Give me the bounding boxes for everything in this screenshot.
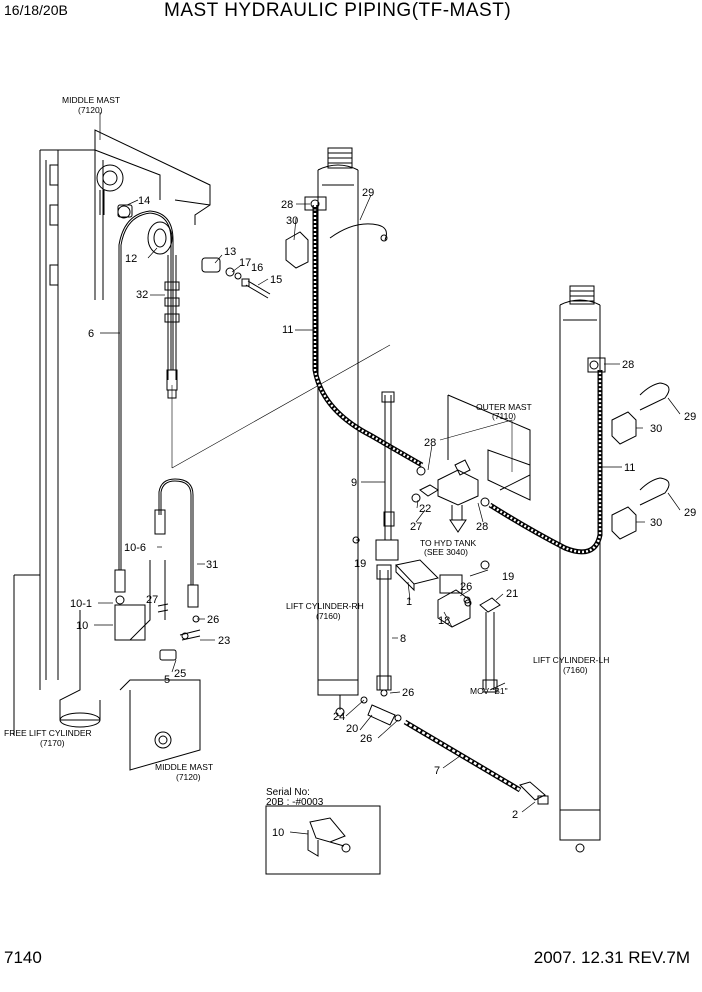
- hose-11-lh: [488, 357, 606, 555]
- callout-7: 7: [434, 765, 440, 777]
- revision-date: 2007. 12.31 REV.7M: [533, 948, 690, 967]
- valve-1: [395, 559, 501, 693]
- notes: MIDDLE MAST (7120) OUTER MAST (7110) TO …: [4, 95, 609, 808]
- callout-5: 5: [164, 674, 170, 686]
- note-lift-cyl-lh-code: (7160): [563, 665, 588, 675]
- callout-29b: 29: [684, 411, 696, 423]
- note-middle-mast-top-code: (7120): [78, 105, 103, 115]
- page-title: MAST HYDRAULIC PIPING(TF-MAST): [164, 0, 512, 21]
- note-serial-no: Serial No:: [266, 787, 310, 798]
- callout-26c: 26: [402, 687, 414, 699]
- callout-10-1: 10-1: [70, 598, 92, 610]
- callout-19a: 19: [354, 558, 366, 570]
- callout-15: 15: [270, 274, 282, 286]
- callout-26b: 26: [460, 581, 472, 593]
- serial-inset-box: [265, 805, 381, 875]
- page-code: 7140: [4, 948, 42, 967]
- o-rings: [115, 199, 599, 640]
- hose-31: [114, 478, 199, 608]
- callout-8: 8: [400, 633, 406, 645]
- callout-6: 6: [88, 328, 94, 340]
- note-middle-mast-bottom: MIDDLE MAST: [155, 762, 213, 772]
- clip-30-right-lower: [611, 477, 670, 540]
- callout-31: 31: [206, 559, 218, 571]
- note-free-lift: FREE LIFT CYLINDER: [4, 728, 92, 738]
- callout-25: 25: [174, 668, 186, 680]
- callout-16: 16: [251, 262, 263, 274]
- callout-30c: 30: [650, 517, 662, 529]
- free-lift-cylinder: [13, 560, 201, 771]
- note-lift-cyl-rh-code: (7160): [316, 611, 341, 621]
- callout-28a: 28: [281, 199, 293, 211]
- clip-30-right-upper: [611, 382, 670, 445]
- callout-27b: 27: [410, 521, 422, 533]
- callout-10-6: 10-6: [124, 542, 146, 554]
- callout-19b: 19: [502, 571, 514, 583]
- valve-block: [411, 459, 479, 533]
- hose-7: [403, 719, 549, 805]
- callout-28d: 28: [622, 359, 634, 371]
- callout-23: 23: [218, 635, 230, 647]
- callout-29a: 29: [362, 187, 374, 199]
- note-see-3040: (SEE 3040): [424, 547, 468, 557]
- callout-26a: 26: [207, 614, 219, 626]
- note-serial-range: 20B : -#0003: [266, 797, 324, 808]
- perspective-lines: [171, 344, 513, 472]
- note-middle-mast-bottom-code: (7120): [176, 772, 201, 782]
- note-middle-mast-top: MIDDLE MAST: [62, 95, 120, 105]
- callout-11a: 11: [282, 324, 293, 336]
- callout-32: 32: [136, 289, 148, 301]
- note-outer-mast: OUTER MAST: [476, 402, 532, 412]
- callout-18: 18: [438, 615, 450, 627]
- callout-29c: 29: [684, 507, 696, 519]
- note-free-lift-code: (7170): [40, 738, 65, 748]
- lift-cylinder-lh: [559, 285, 601, 853]
- hose-11-rh: [304, 196, 424, 468]
- callout-20: 20: [346, 723, 358, 735]
- middle-mast-frame: [39, 129, 211, 690]
- callout-21: 21: [506, 588, 518, 600]
- outer-mast-bracket: [447, 394, 531, 501]
- callout-28c: 28: [476, 521, 488, 533]
- pulley-parts: [117, 204, 271, 299]
- note-lift-cyl-rh: LIFT CYLINDER-RH: [286, 601, 364, 611]
- lift-cylinder-rh: [317, 147, 359, 717]
- callout-28b: 28: [424, 437, 436, 449]
- note-lift-cyl-lh: LIFT CYLINDER-LH: [533, 655, 609, 665]
- note-outer-mast-code: (7110): [492, 411, 516, 421]
- pipe-9: [375, 391, 399, 561]
- hose-8: [376, 564, 392, 697]
- callout-17: 17: [239, 257, 251, 269]
- note-to-hyd-tank: TO HYD TANK: [420, 538, 477, 548]
- tee-20: [360, 696, 402, 726]
- callout-12: 12: [125, 253, 137, 265]
- callout-26d: 26: [360, 733, 372, 745]
- callout-13: 13: [224, 246, 236, 258]
- callout-22: 22: [419, 503, 431, 515]
- callout-27a: 27: [146, 594, 158, 606]
- leader-lines: [94, 112, 681, 835]
- callout-10: 10: [76, 620, 88, 632]
- model-code: 16/18/20B: [4, 2, 68, 18]
- callout-9: 9: [351, 477, 357, 489]
- callout-30b: 30: [650, 423, 662, 435]
- callout-numbers: 14 12 13 17 16 15 32 6 10-6 31 10-1 27 1…: [70, 187, 696, 839]
- callout-14: 14: [138, 195, 150, 207]
- callout-11b: 11: [624, 462, 635, 474]
- callout-30a: 30: [286, 215, 298, 227]
- note-mcv: MCV "B1": [470, 686, 508, 696]
- callout-24: 24: [333, 711, 345, 723]
- callout-1: 1: [406, 596, 412, 608]
- hose-6: [117, 205, 174, 570]
- callout-10-inset: 10: [272, 827, 284, 839]
- callout-2: 2: [512, 809, 518, 821]
- clip-30-top: [285, 223, 388, 269]
